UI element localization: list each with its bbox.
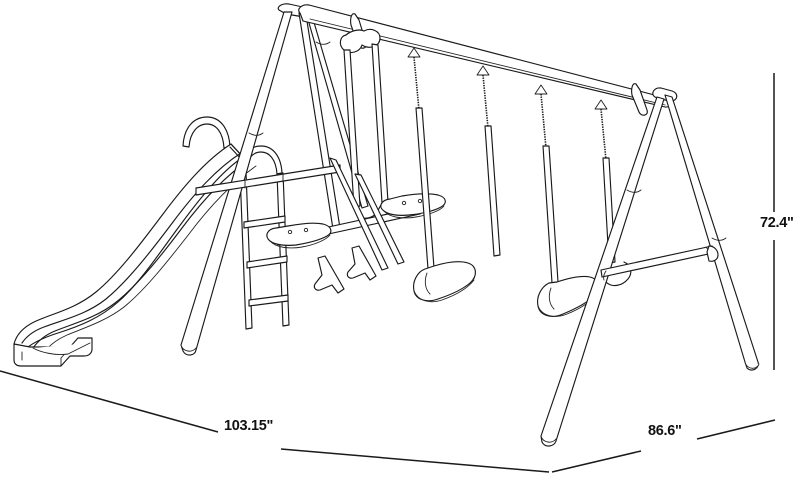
- chain-hanger-2: [482, 74, 489, 129]
- chain-bracket-4: [594, 99, 608, 110]
- right-frame-front-foot: [540, 435, 557, 443]
- slide-mid-rail: [21, 152, 242, 344]
- right-cross-brace-sleeve: [706, 245, 719, 262]
- ladder-rung-3: [248, 294, 289, 307]
- chain-bracket-2: [476, 65, 490, 76]
- slide-handrail-arch: [182, 116, 231, 149]
- top-rail-collar-right: [631, 83, 648, 116]
- ladder-rung-1: [243, 215, 286, 229]
- glider-seat-front: [266, 222, 332, 246]
- swing-rod-2: [484, 125, 501, 257]
- chain-hanger-1: [413, 56, 420, 111]
- glider-seat-rear-bolt-2: [417, 198, 423, 204]
- glider-strut-right: [354, 173, 405, 265]
- chain-hanger-4: [600, 108, 607, 161]
- width-dimension-line-right: [280, 448, 550, 473]
- ladder-rail-right: [276, 172, 290, 327]
- slide-body: [13, 143, 244, 353]
- glider-seat-front-bolt-1: [287, 229, 293, 235]
- belt-swing-seat-2-crease: [548, 287, 555, 310]
- swing-assembly-2: [476, 65, 501, 257]
- slide-surface-line: [45, 165, 257, 351]
- glider-seat-front-bolt-2: [303, 227, 309, 233]
- swing-rod-1: [415, 107, 435, 270]
- wave-slide: [13, 116, 257, 367]
- a-frame-leg-right: [540, 87, 760, 447]
- ladder-rung-2: [246, 255, 288, 269]
- right-frame-rear-leg: [664, 94, 759, 371]
- height-dimension-label: 72.4": [757, 215, 797, 233]
- swing-assembly-3: [534, 84, 599, 317]
- depth-dimension-line-right: [696, 419, 776, 440]
- left-frame-front-foot: [180, 344, 197, 352]
- left-rail-joint: [244, 174, 284, 189]
- glider-seat-rear-edge: [383, 205, 445, 219]
- glider-hanger-arm-left: [343, 49, 361, 208]
- slide-exit-foot: [32, 342, 91, 355]
- right-frame-front-leg-joint: [626, 189, 642, 193]
- depth-dimension-line: [551, 450, 642, 473]
- belt-swing-seat-2: [536, 275, 599, 317]
- right-frame-rear-leg-joint: [711, 237, 727, 241]
- glider-strut-left: [329, 157, 389, 271]
- glider-footrest-front: [313, 255, 345, 294]
- glider-seat-rear-bolt-1: [401, 200, 407, 206]
- belt-swing-seat-1-crease: [424, 272, 431, 295]
- left-frame-brace-joint: [315, 41, 331, 45]
- chain-hanger-3: [540, 93, 547, 149]
- dimension-lines: [0, 73, 776, 473]
- glider-seat-front-edge: [269, 234, 331, 249]
- chain-bracket-1: [407, 47, 421, 58]
- belt-swing-seat-1-edge: [413, 279, 475, 303]
- a-frame-leg-left: [180, 3, 369, 356]
- depth-dimension-label: 86.6": [645, 423, 685, 441]
- glider-footrest-rear: [346, 245, 377, 281]
- width-dimension-label: 103.15": [221, 418, 277, 436]
- slide-inner-rail: [32, 159, 250, 349]
- swing-rod-3: [542, 145, 559, 284]
- width-dimension-line: [0, 370, 219, 433]
- glider-hanger-arm-right: [371, 43, 389, 204]
- two-person-glider: [266, 28, 446, 294]
- left-frame-front-leg-joint: [248, 132, 264, 136]
- right-frame-rear-foot: [744, 361, 760, 369]
- right-cross-brace: [600, 245, 714, 278]
- belt-swing-seat-1: [412, 261, 476, 302]
- chain-bracket-3: [534, 84, 548, 95]
- swing-assembly-1: [407, 47, 476, 303]
